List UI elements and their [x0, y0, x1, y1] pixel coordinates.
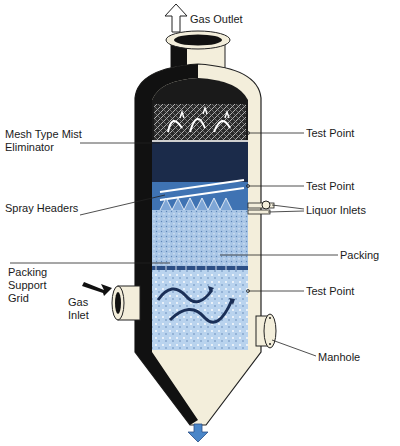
- part-label: Mesh Type Mist Eliminator: [5, 128, 101, 154]
- part-label: Packing: [340, 249, 400, 262]
- part-label: Spray Headers: [5, 202, 105, 215]
- part-label: Liquor Inlets: [306, 204, 396, 217]
- part-label: Gas Outlet: [190, 13, 270, 26]
- part-label: Packing Support Grid: [8, 266, 60, 305]
- part-label: Test Point: [306, 127, 396, 140]
- part-label: Gas Inlet: [68, 296, 108, 322]
- part-label: Manhole: [318, 351, 398, 364]
- part-label: Test Point: [306, 180, 396, 193]
- part-label: Test Point: [306, 285, 396, 298]
